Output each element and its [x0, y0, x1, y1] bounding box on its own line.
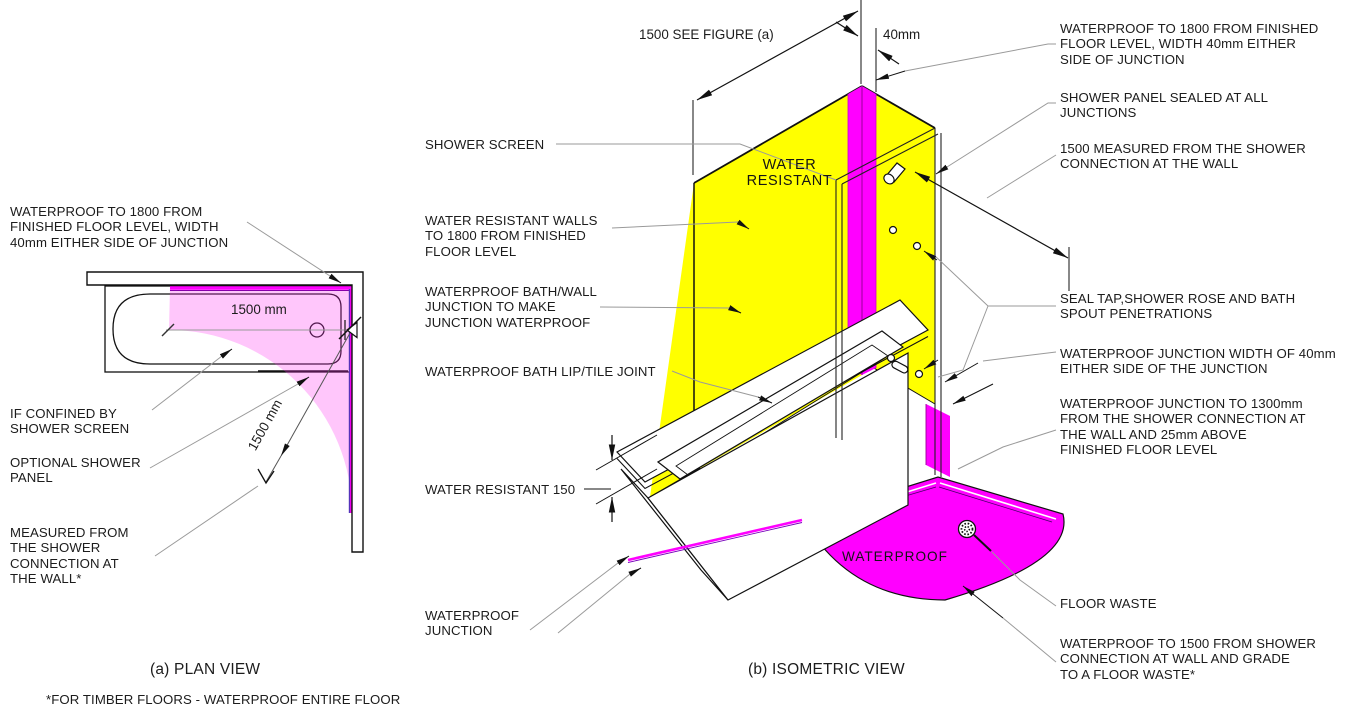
label-waterproof-1800-plan: WATERPROOF TO 1800 FROM FINISHED FLOOR L…	[10, 204, 229, 250]
shower-rose-icon	[883, 162, 906, 185]
label-shower-screen: SHOWER SCREEN	[425, 137, 545, 152]
tap-icon	[888, 225, 898, 235]
isometric-view	[529, 0, 1070, 663]
plan-walls	[86, 271, 364, 553]
bath-spout-icon	[891, 360, 909, 374]
label-floor-waste: FLOOR WASTE	[1060, 596, 1157, 611]
label-seal-penetrations: SEAL TAP,SHOWER ROSE AND BATH SPOUT PENE…	[1060, 291, 1296, 322]
iso-wall-junction-strip	[925, 404, 950, 477]
label-waterproof-junction: WATERPROOF JUNCTION	[425, 608, 520, 639]
label-if-confined: IF CONFINED BY SHOWER SCREEN	[10, 406, 130, 437]
label-optional-panel: OPTIONAL SHOWER PANEL	[10, 455, 141, 486]
tap-icon	[886, 353, 896, 363]
label-water-resistant-walls: WATER RESISTANT WALLS TO 1800 FROM FINIS…	[425, 213, 598, 259]
iso-dimensions	[584, 0, 1070, 522]
iso-top-dim-text: 1500 SEE FIGURE (a)	[639, 27, 774, 42]
label-measured-from: MEASURED FROM THE SHOWER CONNECTION AT T…	[10, 525, 129, 587]
dim-1500-shower-connection	[914, 171, 1069, 259]
iso-floor-text: WATERPROOF	[842, 549, 948, 564]
plan-view	[86, 221, 364, 557]
plan-waterproof-floor-area	[169, 287, 352, 513]
label-bath-wall-junction: WATERPROOF BATH/WALL JUNCTION TO MAKE JU…	[425, 284, 597, 330]
plan-bath-dimension	[161, 323, 344, 337]
iso-40mm-dim-text: 40mm	[883, 27, 921, 42]
plan-bath-dim-text: 1500 mm	[231, 302, 287, 317]
dim-1500-see-figure	[696, 10, 859, 101]
tap-icon	[914, 369, 924, 379]
label-waterproof-1800-iso: WATERPROOF TO 1800 FROM FINISHED FLOOR L…	[1060, 21, 1319, 67]
label-junction-width-40mm: WATERPROOF JUNCTION WIDTH OF 40mm EITHER…	[1060, 346, 1336, 377]
label-waterproof-1500-floor: WATERPROOF TO 1500 FROM SHOWER CONNECTIO…	[1060, 636, 1317, 682]
dim-40mm	[835, 21, 859, 37]
iso-leaders	[529, 43, 1057, 663]
label-1500-measured: 1500 MEASURED FROM THE SHOWER CONNECTION…	[1060, 141, 1306, 172]
label-junction-1300mm: WATERPROOF JUNCTION TO 1300mm FROM THE S…	[1060, 396, 1306, 458]
floor-waste-icon	[957, 519, 992, 552]
iso-caption: (b) ISOMETRIC VIEW	[748, 661, 905, 678]
tap-icon	[912, 241, 922, 251]
label-bath-lip-tile-joint: WATERPROOF BATH LIP/TILE JOINT	[425, 364, 656, 379]
label-shower-panel-sealed: SHOWER PANEL SEALED AT ALL JUNCTIONS	[1060, 90, 1269, 121]
iso-bath-base-junction	[627, 518, 803, 563]
plan-caption: (a) PLAN VIEW	[150, 661, 261, 678]
iso-wall-text: WATER RESISTANT	[746, 157, 833, 189]
label-water-resistant-150: WATER RESISTANT 150	[425, 482, 576, 497]
plan-leaders	[149, 221, 331, 557]
plan-shower-connection	[338, 316, 362, 340]
plan-radius-dimension	[257, 332, 351, 485]
plan-footnote: *FOR TIMBER FLOORS - WATERPROOF ENTIRE F…	[46, 692, 401, 707]
